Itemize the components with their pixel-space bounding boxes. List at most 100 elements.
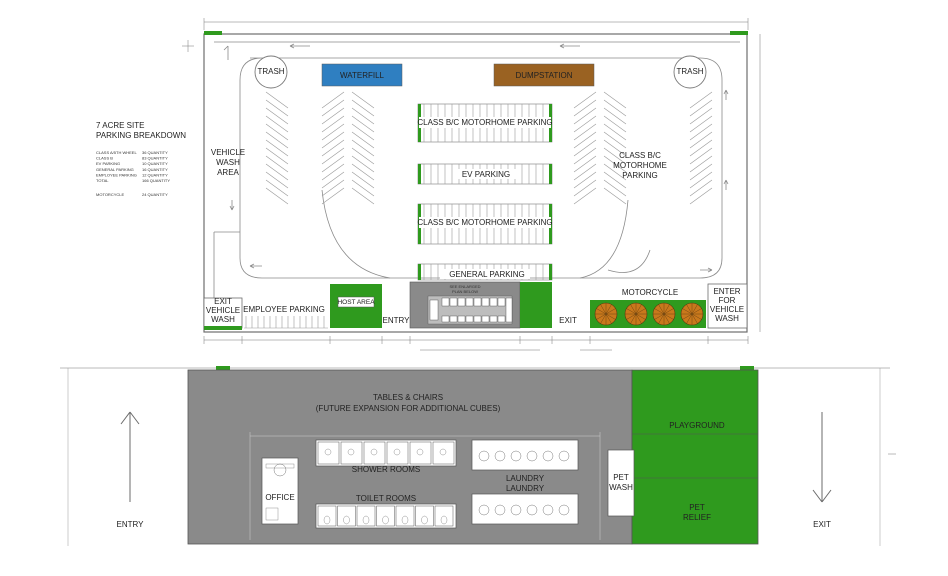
shower-cell (386, 441, 409, 465)
shower-fixture (393, 448, 401, 456)
washer (558, 450, 570, 462)
stall-line (689, 187, 713, 205)
shower-fixture (347, 448, 355, 456)
motorcycle-pad-spoke (654, 308, 674, 320)
stall-line (603, 99, 627, 117)
playground-label: PLAYGROUND (669, 421, 725, 430)
pet-relief-label-1: PET (689, 503, 705, 512)
toilet-rooms-label: TOILET ROOMS (356, 494, 416, 503)
entry-label: ENTRY (383, 316, 411, 325)
mini-room-blocks (429, 297, 513, 323)
mini-toilet-cell (481, 315, 490, 323)
stall-line (351, 163, 375, 181)
toilet-fixture (382, 515, 389, 525)
stall-line (603, 163, 627, 181)
stall-line (689, 147, 713, 165)
stall-line (265, 131, 289, 149)
breakdown-row-name: CLASS A/5TH WHEEL (96, 150, 137, 155)
stall-line (351, 107, 375, 125)
stall-line (689, 115, 713, 133)
breakdown-row-name: CLASS B (96, 156, 113, 161)
stall-line (265, 147, 289, 165)
breakdown-title-2: PARKING BREAKDOWN (96, 131, 186, 140)
stall-line (603, 107, 627, 125)
laundry-label-1: LAUNDRY (506, 474, 545, 483)
stall-line (351, 171, 375, 189)
laundry-room-lower (471, 493, 579, 525)
employee-parking-stalls (244, 316, 328, 329)
breakdown-row-name: EMPLOYEE PARKING (96, 172, 137, 177)
washer (526, 450, 538, 462)
stall-line (351, 115, 375, 133)
stall-line (603, 171, 627, 189)
playground-area (631, 369, 759, 545)
toilet-fixture (401, 515, 409, 525)
stall-line (351, 91, 375, 109)
stall-line (573, 123, 597, 141)
stall-line (603, 179, 627, 197)
stall-line (265, 163, 289, 181)
stall-line (351, 123, 375, 141)
stall-line (573, 147, 597, 165)
motorcycle-pads (594, 302, 704, 326)
stall-line (321, 155, 345, 173)
waterfill-pad (321, 63, 403, 87)
exit-wash-label-3: WASH (211, 315, 235, 324)
enter-wash-label-2: FOR (719, 296, 736, 305)
stall-line (573, 139, 597, 157)
motorcycle-label: MOTORCYCLE (622, 288, 678, 297)
class-bc-right-label-3: PARKING (622, 171, 657, 180)
shower-fixture (370, 448, 378, 456)
stall-line (265, 171, 289, 189)
general-parking-label: GENERAL PARKING (449, 270, 525, 279)
entry-arrow-icon (120, 411, 140, 502)
vehicle-wash-area-3: AREA (217, 168, 239, 177)
mini-office (429, 299, 439, 321)
stall-line (321, 147, 345, 165)
stall-line (603, 123, 627, 141)
washer (510, 450, 522, 462)
stall-line (265, 123, 289, 141)
laundry-label-2: LAUNDRY (506, 484, 545, 493)
pet-relief-label-2: RELIEF (683, 513, 711, 522)
waterfill-label: WATERFILL (340, 71, 385, 80)
motorcycle-pad-spoke (682, 308, 702, 320)
mini-laundry (505, 297, 513, 323)
stall-line (321, 107, 345, 125)
trash-left-label: TRASH (257, 67, 284, 76)
office-room (261, 457, 299, 525)
see-enlarged-label-1: SEE ENLARGED (449, 284, 480, 289)
breakdown-row-name: TOTAL (96, 178, 109, 183)
stall-line (351, 139, 375, 157)
stall-line (573, 107, 597, 125)
dryer (510, 504, 522, 516)
stall-line (603, 131, 627, 149)
dryer (494, 504, 506, 516)
shower-rooms (315, 439, 457, 467)
employee-parking-label: EMPLOYEE PARKING (243, 305, 325, 314)
center-parking-modules: CLASS B/C MOTORHOME PARKING EV PARKING C… (417, 103, 553, 281)
breakdown-motorcycle-name: MOTORCYCLE (96, 192, 124, 197)
tables-label-2: (FUTURE EXPANSION FOR ADDITIONAL CUBES) (316, 404, 501, 413)
toilet-fixture (343, 515, 350, 525)
stall-line (351, 187, 375, 205)
stall-line (321, 171, 345, 189)
stall-line (321, 131, 345, 149)
stall-line (573, 91, 597, 109)
stall-line (603, 155, 627, 173)
stall-line (689, 107, 713, 125)
mini-shower-cell (481, 297, 490, 307)
stall-line (689, 163, 713, 181)
motorcycle-pad-spoke (596, 308, 616, 320)
angled-parking-stalls (265, 91, 713, 205)
host-area-label: HOST AREA (337, 299, 375, 306)
shower-cell (317, 441, 340, 465)
toilet-fixture (440, 515, 448, 525)
dryer (526, 504, 538, 516)
dryer (542, 504, 554, 516)
mini-shower-cell (441, 297, 450, 307)
shower-cell (340, 441, 363, 465)
shower-fixture (324, 448, 332, 456)
office-label: OFFICE (265, 493, 294, 502)
dryer (478, 504, 490, 516)
